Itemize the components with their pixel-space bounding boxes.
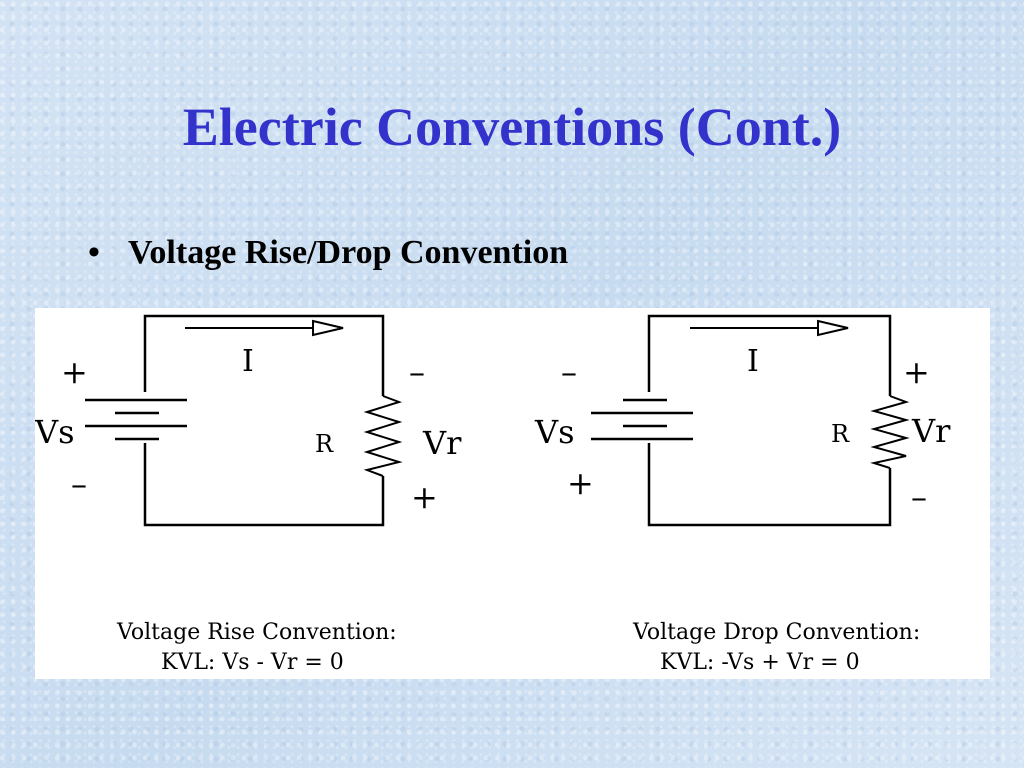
resistor-voltage-label: Vr bbox=[422, 424, 462, 462]
resistor-top-sign: – bbox=[409, 353, 425, 391]
current-arrow-head bbox=[312, 319, 344, 337]
source-label: Vs bbox=[534, 413, 575, 451]
resistor-label: R bbox=[831, 420, 850, 448]
resistor-top-sign: + bbox=[903, 353, 930, 391]
source-bottom-sign: – bbox=[71, 465, 87, 503]
resistor-zigzag bbox=[363, 395, 403, 477]
rise-caption-line1: Voltage Rise Convention: bbox=[116, 620, 397, 645]
resistor-label: R bbox=[315, 430, 334, 458]
drop-caption-line1: Voltage Drop Convention: bbox=[632, 620, 920, 645]
slide-title: Electric Conventions (Cont.) bbox=[182, 97, 842, 157]
circuit-wire bbox=[143, 314, 385, 527]
resistor-voltage-label: Vr bbox=[911, 412, 951, 450]
bullet-symbol: • bbox=[88, 234, 100, 271]
rise-caption-line2: KVL: Vs - Vr = 0 bbox=[161, 650, 344, 675]
drop-caption-line2: KVL: -Vs + Vr = 0 bbox=[660, 650, 860, 675]
bullet-text: Voltage Rise/Drop Convention bbox=[128, 234, 569, 271]
bullet-item: • Voltage Rise/Drop Convention bbox=[88, 236, 568, 270]
resistor-zigzag bbox=[870, 395, 910, 469]
drop-convention-circuit: I Vs – + R Vr + – Voltage Drop Conventio… bbox=[534, 314, 951, 675]
circuit-wire bbox=[647, 314, 892, 527]
resistor-bottom-sign: + bbox=[411, 478, 438, 516]
resistor-bottom-sign: – bbox=[911, 478, 927, 516]
current-arrow-head bbox=[817, 319, 849, 337]
source-top-sign: + bbox=[61, 353, 88, 391]
current-label: I bbox=[242, 344, 254, 379]
source-label: Vs bbox=[35, 413, 75, 451]
current-label: I bbox=[747, 344, 759, 379]
rise-convention-circuit: I Vs + – R Vr – + Voltage Rise Conventio… bbox=[35, 314, 462, 675]
source-bottom-sign: + bbox=[567, 464, 594, 502]
source-top-sign: – bbox=[561, 353, 577, 391]
circuit-diagram-panel: I Vs + – R Vr – + Voltage Rise Conventio… bbox=[35, 308, 990, 679]
